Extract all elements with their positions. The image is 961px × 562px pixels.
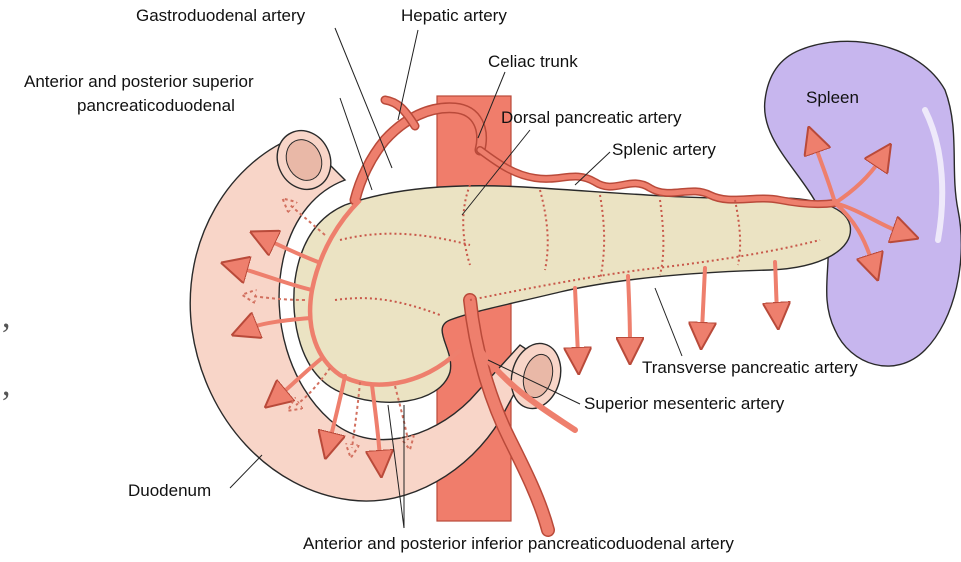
leader-ant-post-superior: [340, 98, 372, 190]
edge-mark-1: ,: [2, 300, 11, 334]
label-celiac-trunk: Celiac trunk: [488, 52, 578, 72]
label-anterior-posterior-superior-line1: Anterior and posterior superior: [24, 72, 254, 92]
label-anterior-posterior-inferior: Anterior and posterior inferior pancreat…: [303, 534, 734, 554]
leader-duodenum: [230, 455, 262, 488]
label-transverse-pancreatic-artery: Transverse pancreatic artery: [642, 358, 858, 378]
label-splenic-artery: Splenic artery: [612, 140, 716, 160]
label-gastroduodenal-artery: Gastroduodenal artery: [136, 6, 305, 26]
label-dorsal-pancreatic-artery: Dorsal pancreatic artery: [501, 108, 681, 128]
label-superior-mesenteric-artery: Superior mesenteric artery: [584, 394, 784, 414]
label-spleen: Spleen: [806, 88, 859, 108]
label-duodenum: Duodenum: [128, 481, 211, 501]
label-anterior-posterior-superior-line2: pancreaticoduodenal: [77, 96, 235, 116]
leader-transverse: [655, 288, 682, 356]
edge-mark-2: ,: [2, 368, 11, 402]
leader-hepatic: [398, 30, 418, 120]
label-hepatic-artery: Hepatic artery: [401, 6, 507, 26]
